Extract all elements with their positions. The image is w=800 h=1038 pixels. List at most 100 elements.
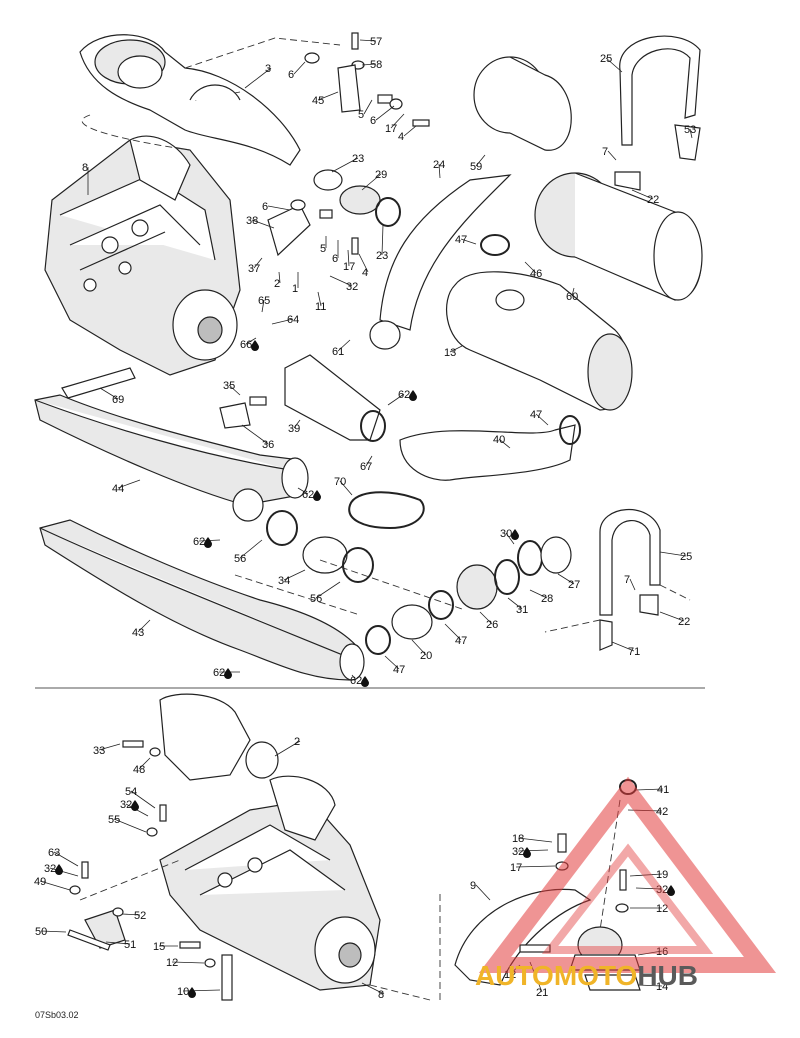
sleeve-29: [339, 185, 381, 215]
callout-leader: [317, 91, 339, 101]
callout-55: 55: [108, 814, 120, 826]
callout-52: 52: [134, 910, 146, 922]
clip-36: [219, 402, 251, 429]
sleeve-34: [302, 536, 348, 574]
drawing-code: 07Sb03.02: [35, 1010, 79, 1020]
callout-31: 31: [516, 604, 528, 616]
washer-12b: [615, 903, 629, 913]
callout-53: 53: [684, 124, 696, 136]
callout-leader: [517, 837, 553, 843]
callout-leader: [351, 674, 357, 681]
callout-leader: [278, 271, 281, 284]
callout-leader: [637, 950, 663, 956]
callout-45: 45: [312, 95, 324, 107]
bolt-4a: [412, 119, 430, 127]
callout-leader: [438, 163, 441, 179]
callout-leader: [297, 487, 309, 495]
callout-leader: [605, 57, 623, 73]
muffler-13: [446, 271, 633, 411]
callout-7: 7: [624, 574, 630, 586]
callout-36: 36: [262, 439, 274, 451]
callout-leader: [361, 173, 382, 191]
callout-leader: [515, 865, 556, 868]
callout-69: 69: [112, 394, 124, 406]
callout-18: 18: [512, 833, 524, 845]
callout-40: 40: [493, 434, 505, 446]
engine-8-upper: [44, 135, 241, 376]
engine-mount-51: [84, 909, 126, 949]
engine-8-lower: [159, 775, 381, 991]
callout-6: 6: [262, 201, 268, 213]
nut-6c: [290, 199, 306, 211]
clamp-62-upper: [360, 410, 386, 442]
callout-34: 34: [278, 575, 290, 587]
callout-leader: [274, 740, 301, 757]
callout-leader: [363, 99, 373, 115]
lubricant-drop-icon: [204, 537, 212, 548]
strap-25-upper: [619, 35, 701, 146]
callout-leader: [261, 299, 265, 313]
callout-30: 30: [500, 528, 512, 540]
lubricant-drop-icon: [511, 529, 519, 540]
callout-4: 4: [398, 131, 404, 143]
callout-49: 49: [34, 876, 46, 888]
callout-leader: [40, 930, 67, 933]
lubricant-drop-icon: [251, 340, 259, 351]
callout-leader: [444, 623, 462, 641]
callout-62: 62: [350, 675, 362, 687]
callout-leader: [507, 597, 523, 610]
callout-8: 8: [378, 989, 384, 1001]
callout-leader: [251, 219, 275, 229]
callout-leader: [244, 67, 272, 89]
sleeve-27: [540, 536, 572, 574]
callout-leader: [375, 105, 395, 121]
lubricant-drop-icon: [361, 676, 369, 687]
callout-leader: [347, 249, 350, 267]
callout-66: 66: [240, 339, 252, 351]
stud-35: [249, 396, 267, 406]
callout-leader: [241, 424, 269, 445]
callout-leader: [390, 113, 405, 129]
coupler-23a: [313, 169, 343, 191]
callout-20: 20: [420, 650, 432, 662]
callout-leader: [517, 849, 549, 852]
decal-69: [61, 367, 136, 399]
callout-leader: [339, 480, 353, 496]
callout-4: 4: [362, 267, 368, 279]
nut-6a: [304, 52, 320, 64]
callout-7: 7: [602, 146, 608, 158]
callout-leader: [315, 581, 341, 599]
callout-47: 47: [455, 234, 467, 246]
callout-25: 25: [600, 53, 612, 65]
washer-12a: [204, 958, 216, 968]
callout-leader: [381, 224, 384, 256]
gasket-70: [348, 491, 425, 530]
callout-leader: [245, 337, 257, 345]
callout-2: 2: [294, 736, 300, 748]
ring-30: [517, 540, 543, 576]
callout-leader: [283, 569, 306, 581]
callout-26: 26: [486, 619, 498, 631]
callout-leader: [130, 790, 156, 809]
exhaust-manifold-lower: [159, 693, 251, 781]
callout-27: 27: [568, 579, 580, 591]
callout-leader: [228, 384, 241, 396]
clamp-47-upper: [559, 415, 581, 445]
callout-leader: [317, 291, 322, 307]
callout-leader: [39, 880, 71, 891]
washer-49: [69, 885, 81, 895]
washer-2: [149, 747, 161, 757]
strap-25-lower: [599, 508, 661, 616]
callout-14: 14: [656, 981, 668, 993]
callout-13: 13: [444, 347, 456, 359]
callout-32: 32: [120, 799, 132, 811]
lubricant-drop-icon: [313, 490, 321, 501]
lubricant-drop-icon: [409, 390, 417, 401]
upper-assembly: [34, 32, 703, 681]
callout-leader: [359, 39, 377, 42]
callout-leader: [529, 589, 548, 599]
callout-leader: [53, 851, 79, 867]
callout-leader: [629, 578, 636, 591]
callout-48: 48: [133, 764, 145, 776]
